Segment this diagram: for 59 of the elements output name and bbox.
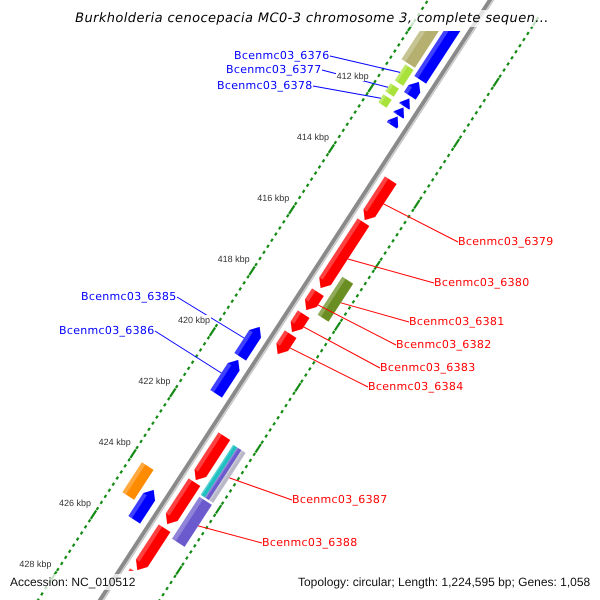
gene-label: Bcenmc03_6384 [368, 380, 464, 392]
gene-block [399, 98, 410, 110]
gene-label: Bcenmc03_6377 [226, 62, 322, 76]
scale-label: 420 kbp [176, 314, 211, 325]
gene-block [386, 116, 398, 129]
gene-label: Bcenmc03_6386 [59, 324, 154, 336]
leader-line [383, 204, 458, 242]
leader-line [303, 326, 380, 368]
leader-line [154, 330, 222, 374]
gene-label: Bcenmc03_6379 [458, 234, 554, 248]
info-text: Accession: NC_010512 [8, 574, 138, 590]
scale-label: 426 kbp [58, 498, 92, 508]
gene-block [276, 330, 297, 354]
leader-line [198, 525, 262, 544]
gene-block [172, 496, 212, 547]
gene-block [402, 31, 439, 68]
gene-label: Bcenmc03_6387 [292, 492, 388, 506]
gene-block [385, 83, 399, 97]
gene-label: Bcenmc03_6376 [234, 48, 330, 62]
gene-block [363, 176, 397, 220]
gene-block [414, 31, 460, 84]
gene-label: Bcenmc03_6383 [380, 360, 476, 374]
gene-block [290, 310, 310, 332]
info-text: Topology: circular; Length: 1,224,595 bp; Genes: 1,058 [296, 574, 592, 590]
gene-block [319, 218, 370, 288]
leader-line [290, 348, 368, 388]
gene-label: Bcenmc03_6381 [409, 314, 504, 328]
gene-block [194, 432, 230, 480]
gene-label: Bcenmc03_6378 [217, 78, 312, 92]
gene-label: Bcenmc03_6388 [262, 536, 358, 548]
scale-label: 414 kbp [296, 132, 330, 142]
leader-line [317, 304, 396, 346]
gene-block [128, 568, 134, 571]
leader-line [347, 258, 434, 284]
scale-label: 412 kbp [336, 70, 370, 81]
gene-block [128, 490, 156, 524]
gene-block [393, 107, 404, 119]
scale-label: 418 kbp [216, 254, 251, 264]
gene-label: Bcenmc03_6382 [396, 338, 492, 350]
gene-block [136, 524, 170, 570]
scale-label: 416 kbp [256, 192, 290, 203]
gene-block [304, 288, 324, 310]
leader-line [176, 296, 245, 338]
gene-block [404, 82, 420, 100]
gene-block [378, 94, 392, 108]
scale-label: 428 kbp [18, 558, 52, 569]
gene-label: Bcenmc03_6385 [81, 290, 176, 302]
gene-block [234, 326, 261, 361]
leader-line [330, 56, 401, 73]
gene-block [122, 462, 154, 500]
gene-block [210, 360, 240, 398]
gene-block [318, 276, 354, 322]
scale-label: 424 kbp [98, 436, 132, 447]
scale-label: 422 kbp [137, 376, 172, 386]
leader-line [340, 302, 410, 322]
gene-block [166, 478, 200, 524]
gene-block [394, 64, 414, 86]
gene-label: Bcenmc03_6380 [434, 276, 530, 288]
leader-line [312, 86, 382, 99]
